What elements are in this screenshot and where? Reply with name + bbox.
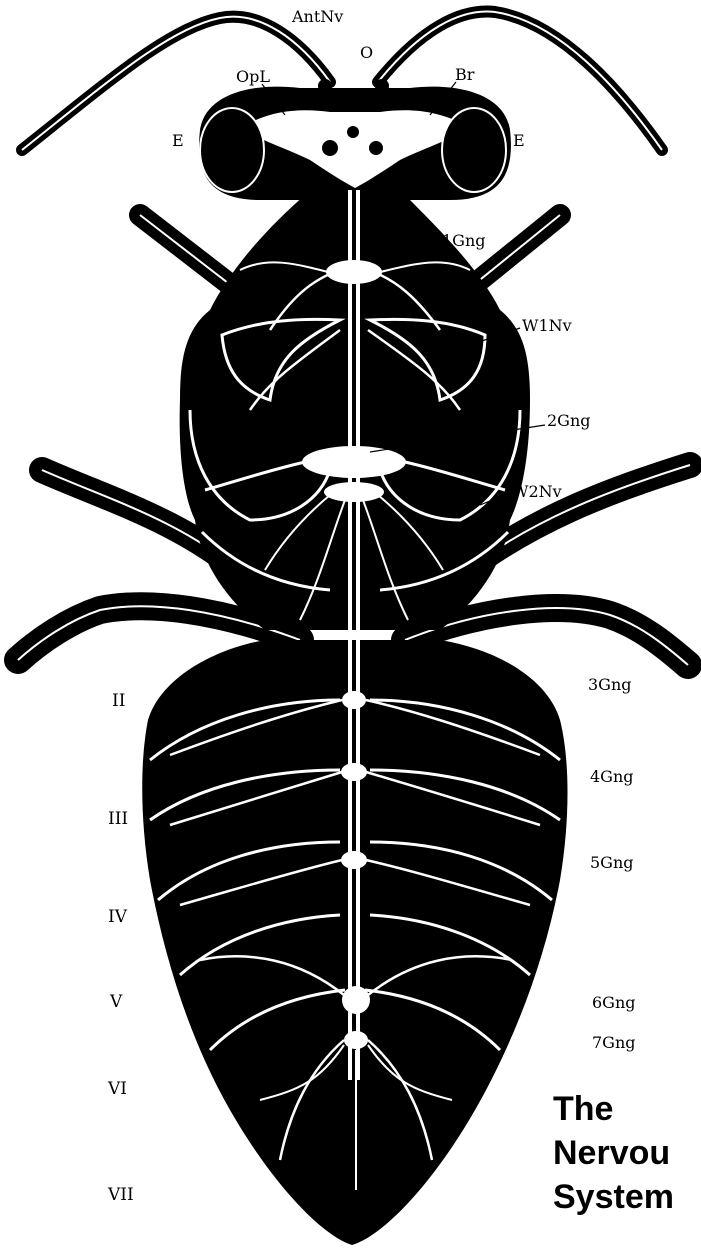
segment-label-2: II (112, 691, 125, 711)
segment-label-6: VI (107, 1079, 127, 1099)
ganglion-4 (341, 763, 367, 781)
segment-label-4: IV (108, 907, 128, 927)
label-ganglion-6: 6Gng (592, 993, 636, 1012)
label-antennal-nerve: AntNv (291, 7, 343, 26)
segment-label-3: III (108, 809, 128, 829)
label-ganglion-2: 2Gng (547, 411, 591, 430)
ganglion-3 (342, 691, 366, 709)
label-wing-nerve-1: W1Nv (522, 316, 572, 335)
label-eye-left: E (172, 131, 184, 150)
segment-label-5: V (109, 992, 123, 1012)
label-ganglion-1: 1Gng (442, 231, 486, 250)
segment-label-1: I (248, 598, 255, 618)
left-compound-eye (200, 108, 264, 192)
label-eye-right: E (513, 131, 525, 150)
ganglion-5 (341, 851, 367, 869)
ganglion-6 (342, 986, 370, 1014)
label-ganglion-4: 4Gng (590, 767, 634, 786)
label-optic-lobe: OpL (236, 67, 270, 86)
title-line-1: The (553, 1090, 613, 1128)
label-ganglion-3: 3Gng (588, 675, 632, 694)
right-compound-eye (442, 108, 506, 192)
ganglion-2 (302, 446, 406, 478)
title-line-2: Nervou (553, 1134, 670, 1172)
ganglion-2b (324, 482, 384, 502)
label-wing-nerve-2: W2Nv (512, 482, 562, 501)
segment-label-7: VII (107, 1185, 134, 1205)
ganglion-7 (344, 1031, 368, 1049)
label-ganglion-7: 7Gng (592, 1033, 636, 1052)
abdomen-outline (142, 640, 567, 1245)
label-brain: Br (455, 65, 475, 84)
label-ocellus: O (360, 43, 373, 62)
label-ganglion-5: 5Gng (590, 853, 634, 872)
title-line-3: System (553, 1178, 674, 1216)
abdomen (142, 640, 567, 1245)
title-block: The Nervou System (553, 1090, 674, 1216)
head (199, 79, 511, 200)
